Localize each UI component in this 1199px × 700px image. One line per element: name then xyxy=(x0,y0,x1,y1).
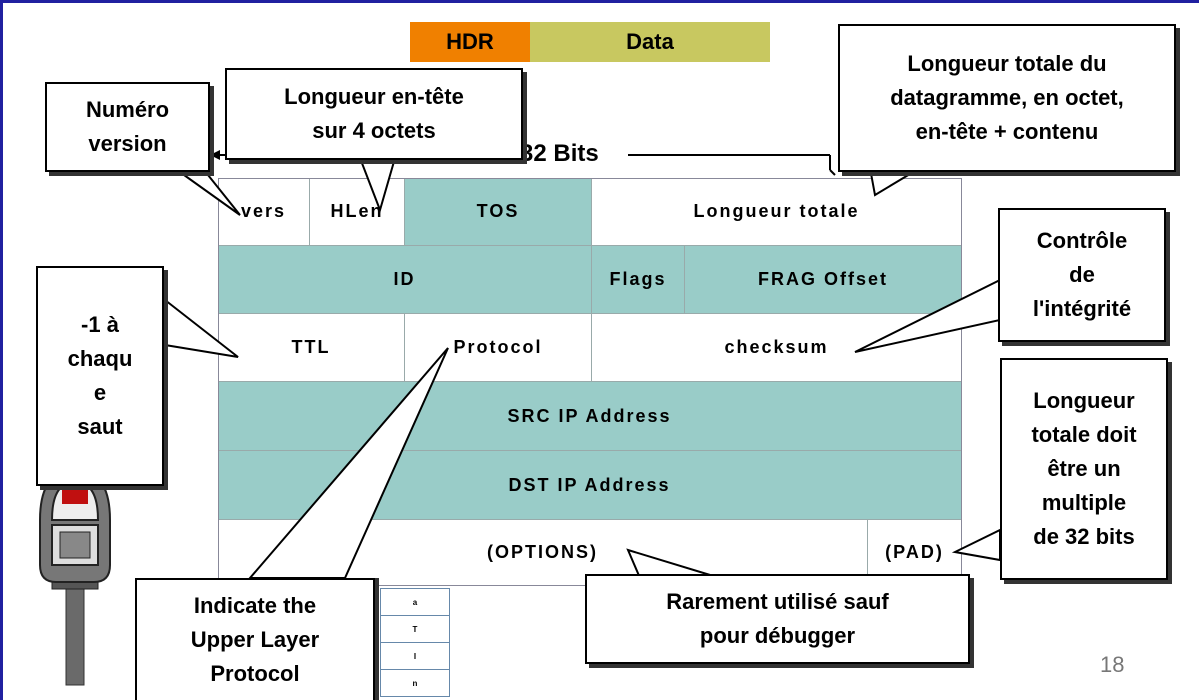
cell-frag-offset: FRAG Offset xyxy=(685,246,962,314)
small-table-cell: a xyxy=(381,589,449,616)
cell-ttl: TTL xyxy=(218,314,405,382)
hdr-box: HDR xyxy=(410,22,530,62)
slide-frame-left xyxy=(0,0,3,700)
cell-flags: Flags xyxy=(592,246,685,314)
small-table-cell: T xyxy=(381,616,449,643)
small-table-cell: I xyxy=(381,643,449,670)
data-box: Data xyxy=(530,22,770,62)
slide-frame-top xyxy=(0,0,1199,3)
small-table-cell: n xyxy=(412,678,418,688)
cell-hlen: HLen xyxy=(310,178,405,246)
cell-total-length: Longueur totale xyxy=(592,178,962,246)
bits-label: 32 Bits xyxy=(520,140,599,167)
cell-id: ID xyxy=(218,246,592,314)
parking-meter-icon xyxy=(39,468,111,686)
cell-checksum: checksum xyxy=(592,314,962,382)
slide-number: 18 xyxy=(1100,652,1125,677)
cell-src-ip: SRC IP Address xyxy=(218,382,962,451)
cell-vers: vers xyxy=(218,178,310,246)
cell-tos: TOS xyxy=(405,178,592,246)
small-table: a T I n xyxy=(380,588,450,697)
